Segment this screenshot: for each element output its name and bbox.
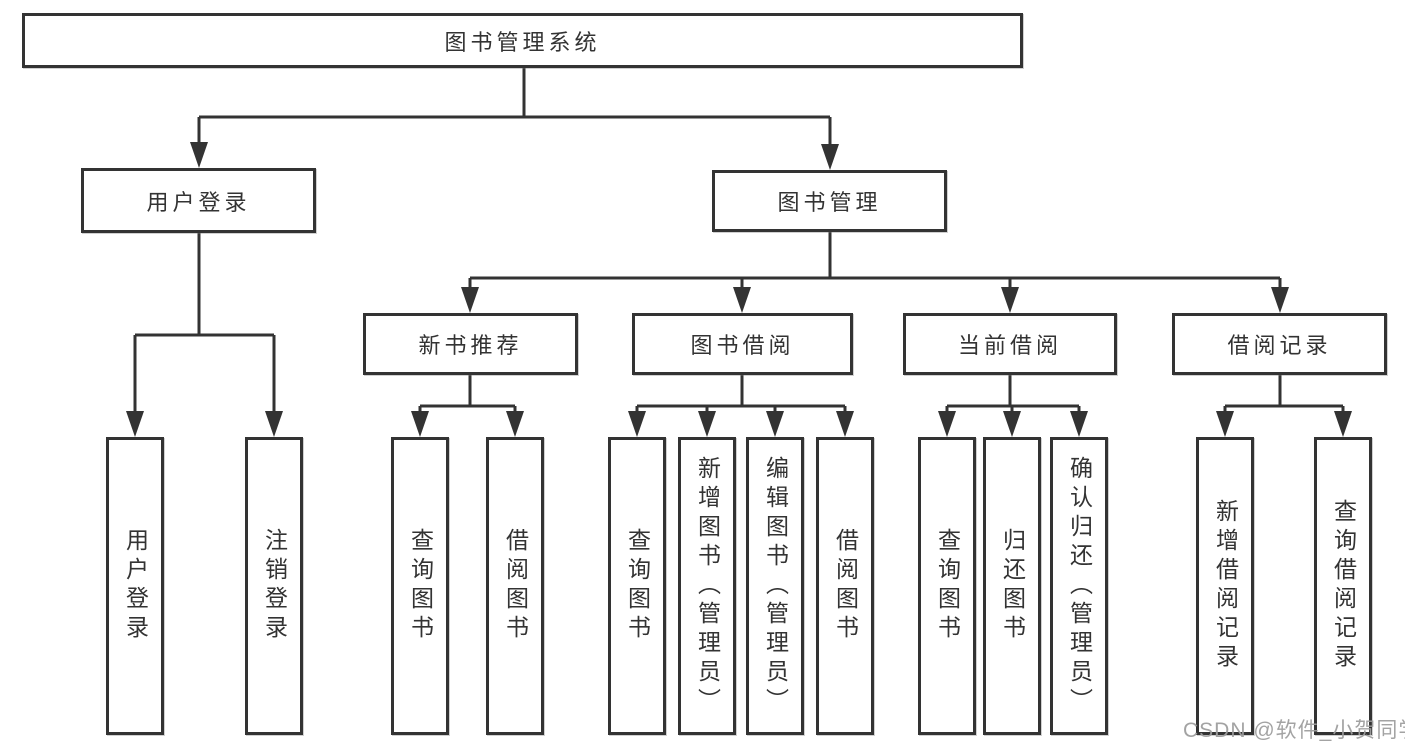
leaf-add-book-admin: 新增图书（管理员）: [678, 437, 736, 735]
leaf-query-borrow-record: 查询借阅记录: [1314, 437, 1372, 735]
node-library-system: 图书管理系统: [22, 13, 1023, 68]
node-book-management: 图书管理: [712, 170, 947, 232]
leaf-query-books-borrowing: 查询图书: [608, 437, 666, 735]
node-new-book-recommend: 新书推荐: [363, 313, 578, 375]
node-borrowing-records: 借阅记录: [1172, 313, 1387, 375]
node-current-borrowing: 当前借阅: [903, 313, 1117, 375]
leaf-add-borrow-record: 新增借阅记录: [1196, 437, 1254, 735]
node-user-login: 用户登录: [81, 168, 316, 233]
csdn-watermark: CSDN @软件_小贺同学: [1183, 719, 1405, 742]
node-book-borrowing: 图书借阅: [632, 313, 853, 375]
leaf-return-book: 归还图书: [983, 437, 1041, 735]
leaf-query-books-current: 查询图书: [918, 437, 976, 735]
leaf-user-login: 用户登录: [106, 437, 164, 735]
arrowheads: [126, 142, 1352, 437]
leaf-borrow-books-borrowing: 借阅图书: [816, 437, 874, 735]
leaf-edit-book-admin: 编辑图书（管理员）: [746, 437, 804, 735]
leaf-logout: 注销登录: [245, 437, 303, 735]
leaf-borrow-books-recommend: 借阅图书: [486, 437, 544, 735]
leaf-query-books-recommend: 查询图书: [391, 437, 449, 735]
leaf-confirm-return-admin: 确认归还（管理员）: [1050, 437, 1108, 735]
